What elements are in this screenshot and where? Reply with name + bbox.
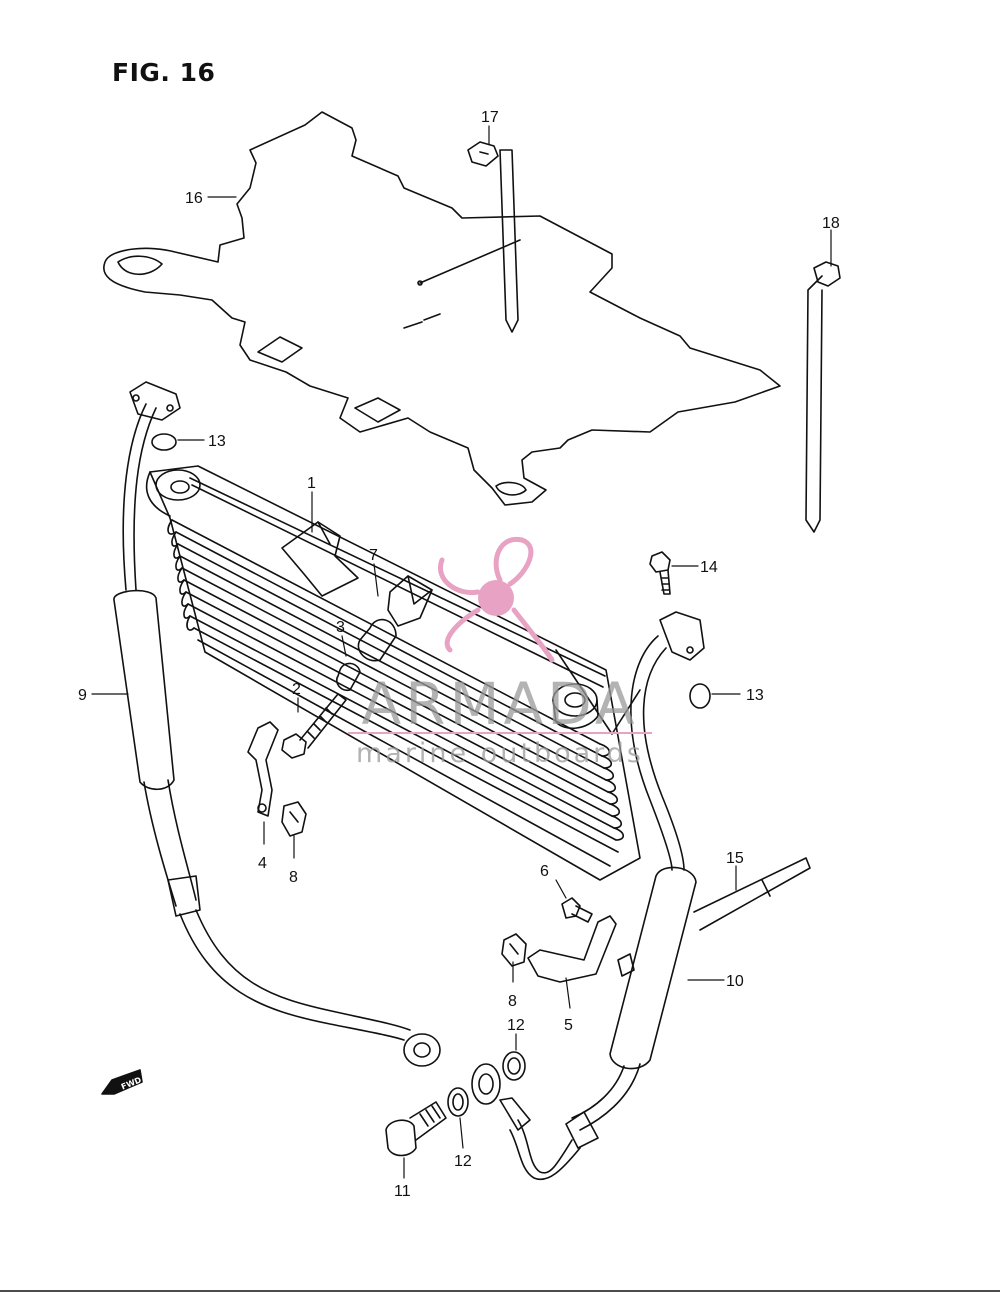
forward-arrow-icon: FWD — [101, 1069, 143, 1095]
callout-leaders — [91, 125, 832, 1179]
callout-2: 2 — [292, 681, 301, 698]
bolt-14 — [649, 551, 671, 595]
callout-1: 1 — [307, 475, 316, 492]
clip-8-right — [501, 933, 527, 967]
callout-13-right: 13 — [746, 687, 764, 704]
gasket-12-lower — [447, 1087, 469, 1117]
callout-12-lower: 12 — [454, 1153, 472, 1170]
cable-tie-upper — [467, 141, 519, 333]
oil-hose-9 — [113, 381, 441, 1067]
bolt-2 — [281, 693, 347, 759]
bracket-4 — [247, 721, 279, 817]
callout-labels: 1 2 3 4 5 6 7 8 8 9 10 11 12 12 13 13 14… — [78, 109, 840, 1200]
gasket-12-upper — [502, 1051, 526, 1081]
hose-protector-15 — [693, 857, 811, 931]
propeller-logo-icon — [437, 536, 555, 663]
bolt-6 — [561, 897, 593, 923]
callout-16: 16 — [185, 190, 203, 207]
callout-15: 15 — [726, 850, 744, 867]
callout-8-left: 8 — [289, 869, 298, 886]
heat-shield-plate — [103, 111, 781, 506]
callout-12-upper: 12 — [507, 1017, 525, 1034]
callout-17: 17 — [481, 109, 499, 126]
callout-6: 6 — [540, 863, 549, 880]
callout-3: 3 — [336, 619, 345, 636]
callout-13-left: 13 — [208, 433, 226, 450]
callout-8-right: 8 — [508, 993, 517, 1010]
cable-tie-right — [805, 261, 841, 533]
clip-8-left — [281, 801, 307, 837]
callout-5: 5 — [564, 1017, 573, 1034]
callout-11: 11 — [394, 1183, 411, 1200]
oil-hose-10 — [471, 611, 705, 1181]
figure-title: FIG. 16 — [112, 58, 216, 87]
callout-4: 4 — [258, 855, 267, 872]
callout-18: 18 — [822, 215, 840, 232]
callout-9: 9 — [78, 687, 87, 704]
watermark-tagline: marine outboards — [356, 738, 644, 769]
union-bolt-11 — [385, 1101, 447, 1157]
bracket-5 — [527, 915, 635, 983]
oil-cooler — [145, 465, 641, 881]
o-ring-13-right — [689, 683, 711, 709]
watermark-brand: ARMADA — [361, 670, 638, 738]
callout-10: 10 — [726, 973, 744, 990]
callout-14: 14 — [700, 559, 718, 576]
watermark: ARMADA marine outboards — [348, 536, 652, 769]
callout-7: 7 — [369, 547, 378, 564]
collar-and-grommet — [335, 575, 433, 692]
o-ring-13-left — [151, 433, 177, 451]
